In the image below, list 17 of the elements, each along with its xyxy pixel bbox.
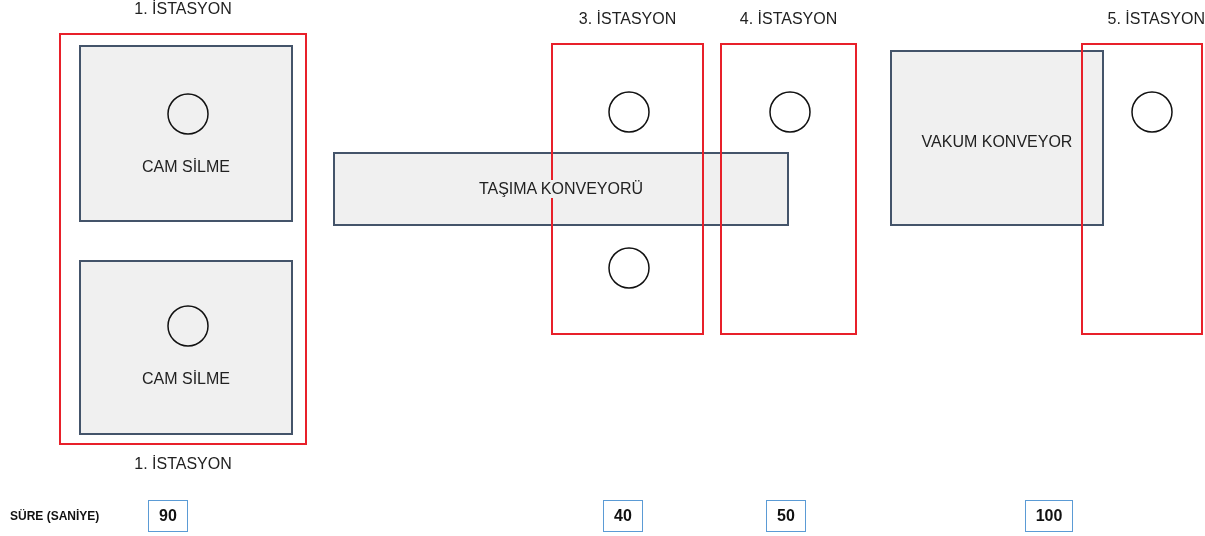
duration-value: 50	[766, 500, 806, 532]
machine-box	[79, 260, 293, 435]
machine-label: CAM SİLME	[142, 370, 230, 388]
conveyor-box	[333, 152, 789, 226]
machine-box	[890, 50, 1104, 226]
station-label: 3. İSTASYON	[577, 10, 678, 28]
duration-value: 40	[603, 500, 643, 532]
station-label: 4. İSTASYON	[738, 10, 839, 28]
duration-value: 90	[148, 500, 188, 532]
station-label: 1. İSTASYON	[133, 0, 233, 18]
machine-label: VAKUM KONVEYOR	[921, 133, 1073, 151]
machine-label: CAM SİLME	[142, 158, 230, 176]
duration-value: 100	[1025, 500, 1073, 532]
row-label: SÜRE (SANİYE)	[10, 509, 100, 523]
station-label: 5. İSTASYON	[1107, 10, 1205, 28]
station-label: 1. İSTASYON	[133, 455, 233, 473]
machine-box	[79, 45, 293, 222]
